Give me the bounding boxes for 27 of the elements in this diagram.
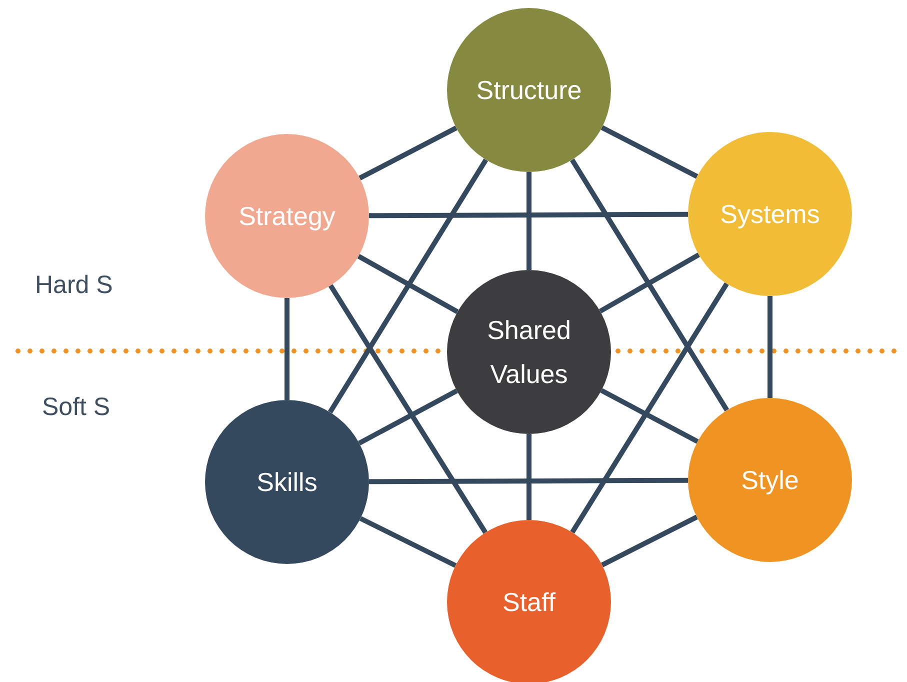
element-label: Structure [475,74,583,107]
connector-line [359,516,457,568]
connector-line [368,478,688,484]
connector-line [284,298,290,400]
element-label: Shared Values [486,314,572,391]
connector-line [328,158,488,414]
connector-line [526,172,532,270]
connector-line [570,282,729,534]
section-label: Soft S [42,393,110,422]
element-label: Strategy [238,200,336,233]
element-label: Skills [256,466,318,499]
connector-line [570,158,730,412]
connector-line [600,125,698,179]
connector-line [598,252,700,314]
section-label: Hard S [35,271,113,300]
connector-line [526,434,532,520]
connector-line [368,212,688,218]
element-label: Systems [719,198,821,231]
element-label: Style [740,464,800,497]
connector-line [601,514,698,568]
connector-line [600,388,699,444]
connector-line [358,388,458,446]
connector-line [357,254,459,314]
connector-line [328,284,488,534]
element-label: Staff [501,586,556,619]
connector-line [358,126,458,180]
connector-line [768,296,772,398]
